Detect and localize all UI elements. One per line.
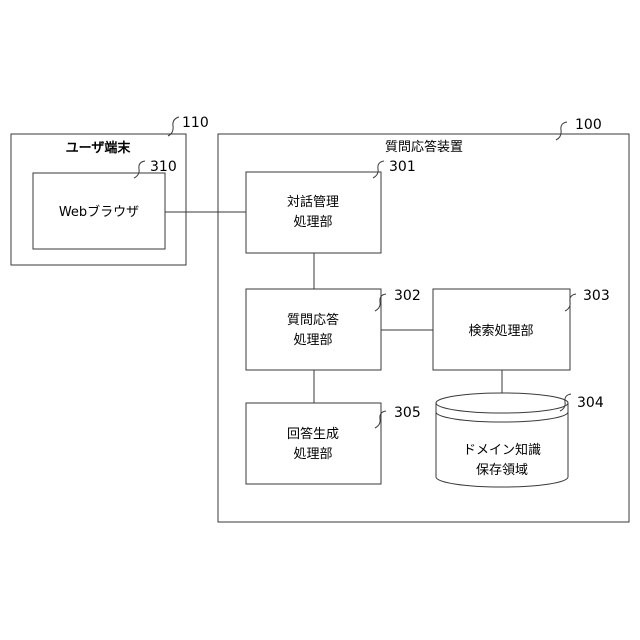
qa-processor-ref: 302 xyxy=(394,288,421,304)
cylinder-top xyxy=(436,393,568,413)
user-terminal-ref-leader xyxy=(168,117,179,136)
dialog-manager-ref: 301 xyxy=(389,159,416,175)
search-processor-label: 検索処理部 xyxy=(468,324,533,339)
user-terminal-title: ユーザ端末 xyxy=(66,140,132,156)
qa-processor-label-line2: 処理部 xyxy=(293,333,332,348)
answer-generator-label-line2: 処理部 xyxy=(293,447,332,462)
dialog-manager-label-line1: 対話管理 xyxy=(287,194,339,210)
dialog-manager-box xyxy=(246,172,381,253)
web-browser-label: Webブラウザ xyxy=(59,204,139,220)
dialog-manager-label-line2: 処理部 xyxy=(293,215,332,230)
answer-generator-box xyxy=(246,403,381,484)
domain-storage-label-line2: 保存領域 xyxy=(476,462,528,478)
domain-storage-label-line1: ドメイン知識 xyxy=(463,442,541,458)
user-terminal-ref: 110 xyxy=(182,115,209,131)
qa-device-ref: 100 xyxy=(575,117,602,133)
qa-processor-label-line1: 質問応答 xyxy=(287,312,339,328)
qa-device-title: 質問応答装置 xyxy=(385,139,463,155)
answer-generator-ref: 305 xyxy=(394,405,421,421)
domain-storage-ref: 304 xyxy=(577,395,604,411)
qa-processor-box xyxy=(246,289,381,370)
answer-generator-label-line1: 回答生成 xyxy=(287,426,339,442)
search-processor-ref: 303 xyxy=(583,288,610,304)
web-browser-ref: 310 xyxy=(150,159,177,175)
